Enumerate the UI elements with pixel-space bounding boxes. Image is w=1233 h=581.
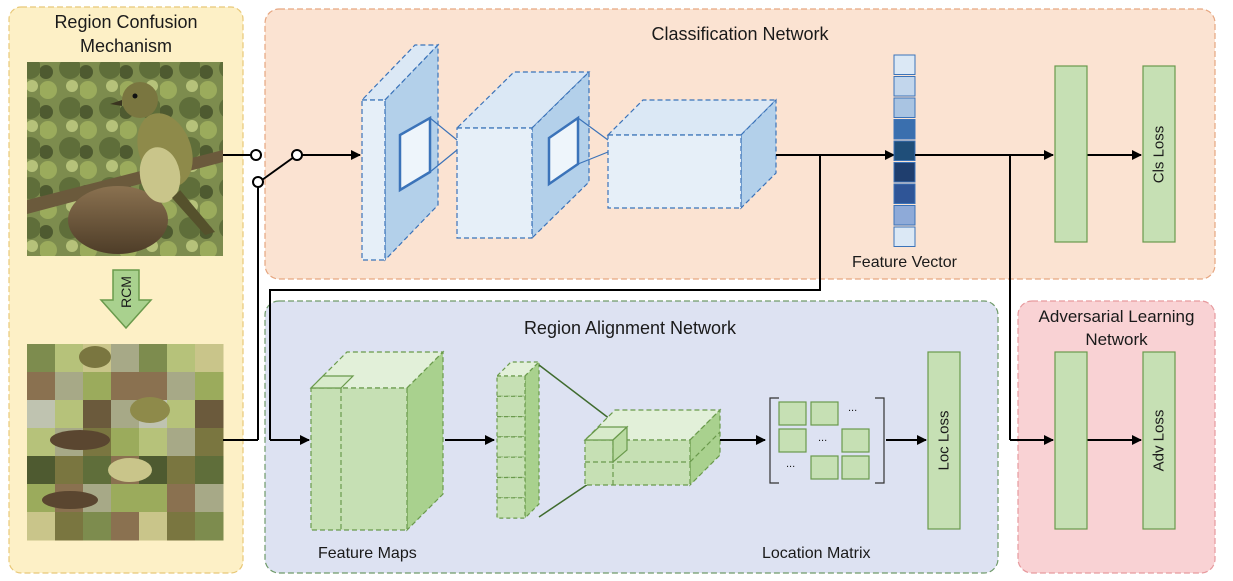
mosaic-tile: [27, 512, 56, 541]
feature-vector-cell: [893, 97, 916, 118]
feature-vector: [893, 54, 916, 247]
mosaic-tile: [195, 428, 224, 457]
conv-stack: [495, 360, 541, 520]
feature-vector-cell: [893, 76, 916, 97]
feature-vector-cell: [893, 119, 916, 140]
adversarial-title-line1: Adversarial Learning: [1038, 307, 1195, 326]
mosaic-tile: [195, 484, 224, 513]
mosaic-tile: [55, 372, 84, 401]
mosaic-tile: [195, 372, 224, 401]
mosaic-tile: [27, 428, 56, 457]
mosaic-tile: [27, 400, 56, 429]
rcm-arrow-label: RCM: [117, 276, 134, 308]
adversarial-title-line2: Network: [1085, 330, 1148, 349]
mosaic-tile: [167, 372, 196, 401]
conv-segment: [496, 436, 526, 458]
mosaic-tile: [111, 428, 140, 457]
mosaic-tile: [55, 512, 84, 541]
mosaic-tile: [167, 484, 196, 513]
feature-vector-cell: [893, 226, 916, 247]
cls-fc-layer: [1054, 65, 1088, 243]
mosaic-tile: [111, 344, 140, 373]
conv-segment: [496, 497, 526, 519]
switch-node-out: [291, 149, 303, 161]
mosaic-tile: [27, 372, 56, 401]
conv-segment: [496, 416, 526, 438]
adv-fc-layer: [1054, 351, 1088, 530]
location-feature-block: [583, 408, 722, 487]
mosaic-tile: [167, 400, 196, 429]
mosaic-tile: [167, 344, 196, 373]
mosaic-tile: [139, 372, 168, 401]
input-switch: [223, 150, 821, 445]
matrix-ellipsis-3: ...: [786, 458, 796, 470]
original-bird-image: [27, 62, 223, 256]
mosaic-tile: [27, 456, 56, 485]
mosaic-tile: [83, 400, 112, 429]
alignment-title: Region Alignment Network: [523, 318, 737, 338]
loc-loss-label: Loc Loss: [935, 410, 953, 471]
classification-title: Classification Network: [651, 24, 829, 44]
cls-loss-label: Cls Loss: [1150, 125, 1168, 183]
mosaic-tile: [195, 512, 224, 541]
mosaic-tile: [111, 484, 140, 513]
switch-node-top: [250, 149, 262, 161]
shuffled-image: [27, 344, 224, 541]
mosaic-tile: [83, 456, 112, 485]
loc-loss-box: [927, 351, 961, 530]
cnn-block-1: [360, 43, 440, 262]
feature-vector-cell: [893, 162, 916, 183]
adv-loss-box: [1142, 351, 1176, 530]
mosaic-tile: [55, 344, 84, 373]
matrix-ellipsis-1: ...: [848, 402, 858, 414]
conv-segment: [496, 456, 526, 479]
feature-maps-block: [309, 350, 445, 532]
cnn-block-3: [606, 98, 778, 210]
feature-maps-label: Feature Maps: [318, 545, 417, 562]
feature-vector-cell: [893, 54, 916, 75]
conv-segment: [496, 476, 526, 499]
mosaic-tile: [195, 344, 224, 373]
cls-loss-box: [1142, 65, 1176, 243]
conv-segment: [496, 395, 526, 418]
switch-node-bottom: [252, 176, 264, 188]
location-matrix: [769, 397, 885, 484]
mosaic-tile: [55, 456, 84, 485]
mosaic-tile: [27, 344, 56, 373]
mosaic-tile: [167, 512, 196, 541]
feature-vector-cell: [893, 140, 916, 161]
mosaic-tile: [139, 344, 168, 373]
cnn-projection-lines: [429, 117, 609, 173]
mosaic-tile: [83, 372, 112, 401]
location-matrix-cells: [778, 401, 870, 480]
location-matrix-label: Location Matrix: [762, 545, 871, 562]
mosaic-tile: [139, 428, 168, 457]
mosaic-tile: [111, 512, 140, 541]
mosaic-tile: [139, 512, 168, 541]
mosaic-tile: [139, 484, 168, 513]
mosaic-tile: [195, 456, 224, 485]
adv-loss-label: Adv Loss: [1150, 409, 1168, 472]
mosaic-tile: [55, 400, 84, 429]
rcm-title-line2: Mechanism: [79, 36, 173, 56]
feature-vector-cell: [893, 183, 916, 204]
mosaic-tile: [111, 372, 140, 401]
mosaic-tile: [83, 512, 112, 541]
conv-segment: [496, 375, 526, 397]
rcm-title-line1: Region Confusion: [54, 12, 198, 32]
feature-vector-label: Feature Vector: [852, 254, 957, 271]
matrix-ellipsis-2: ...: [818, 432, 828, 444]
mosaic-tile: [195, 400, 224, 429]
feature-vector-cell: [893, 205, 916, 226]
rcm-arrow: [99, 269, 153, 330]
mosaic-tile: [167, 456, 196, 485]
mosaic-tile: [167, 428, 196, 457]
